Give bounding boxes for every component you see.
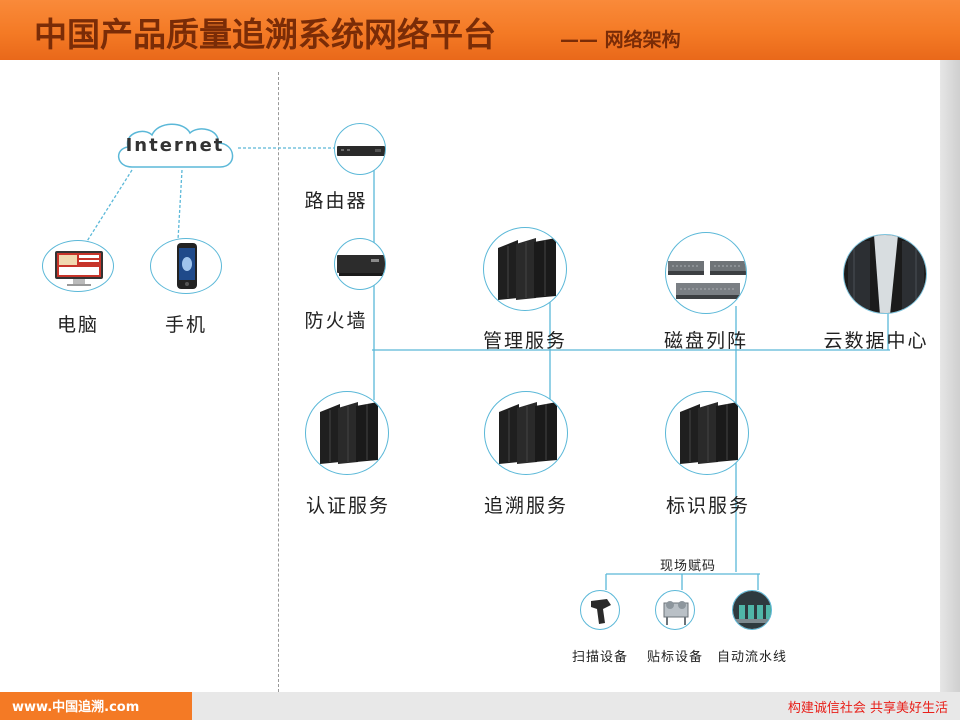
id-service-node [665,391,749,475]
datacenter-label: 云数据中心 [823,330,929,352]
auth-service-node [305,391,389,475]
slogan-text: 构建诚信社会 共享美好生活 [787,701,948,716]
datacenter-icon [844,235,926,313]
router-icon [337,146,385,156]
phone-node [150,238,222,294]
scanner-icon [591,599,611,624]
server-rack-icon [499,402,557,464]
computer-icon [55,251,103,286]
computer-label: 电脑 [56,314,100,336]
phone-icon [177,243,197,289]
internet-label: Internet [125,135,225,156]
management-service-node [483,227,567,311]
firewall-node [334,238,386,290]
phone-label: 手机 [164,314,208,336]
internet-cloud: Internet [110,117,240,175]
disk-array-label: 磁盘列阵 [663,330,749,352]
trace-service-node [484,391,568,475]
server-rack-icon [498,238,556,300]
cloud-computer-link [83,169,133,247]
labeling-label: 贴标设备 [646,650,704,665]
cloud-icon [118,123,234,168]
onsite-coding-label: 现场赋码 [659,559,717,574]
router-node [334,123,386,175]
server-rack-icon [320,402,378,464]
server-rack-icon [680,402,738,464]
zone-divider [278,72,279,692]
page-subtitle: —— 网络架构 [560,29,681,51]
management-service-label: 管理服务 [482,330,568,352]
header-bar: 中国产品质量追溯系统网络平台 —— 网络架构 [0,0,960,60]
assembly-line-node [732,590,772,630]
footer-website: www.中国追溯.com [0,692,192,720]
router-label: 路由器 [304,190,368,212]
scanner-node [580,590,620,630]
labeling-machine-icon [663,601,689,625]
scanner-label: 扫描设备 [571,650,629,665]
trace-service-label: 追溯服务 [483,495,569,517]
computer-node [42,240,114,292]
id-service-label: 标识服务 [665,495,751,517]
cloud-phone-link [177,169,183,241]
firewall-icon [337,255,385,276]
labeling-node [655,590,695,630]
assembly-line-icon [733,591,771,629]
disk-array-node [665,232,747,314]
website-text: www.中国追溯.com [12,700,140,715]
disk-array-icon [668,261,746,299]
right-shade [940,60,960,692]
firewall-label: 防火墙 [304,310,368,332]
assembly-line-label: 自动流水线 [716,650,788,665]
auth-service-label: 认证服务 [305,495,391,517]
footer-slogan: 构建诚信社会 共享美好生活 [192,692,960,720]
page-title: 中国产品质量追溯系统网络平台 [34,15,496,54]
datacenter-node [843,234,927,314]
